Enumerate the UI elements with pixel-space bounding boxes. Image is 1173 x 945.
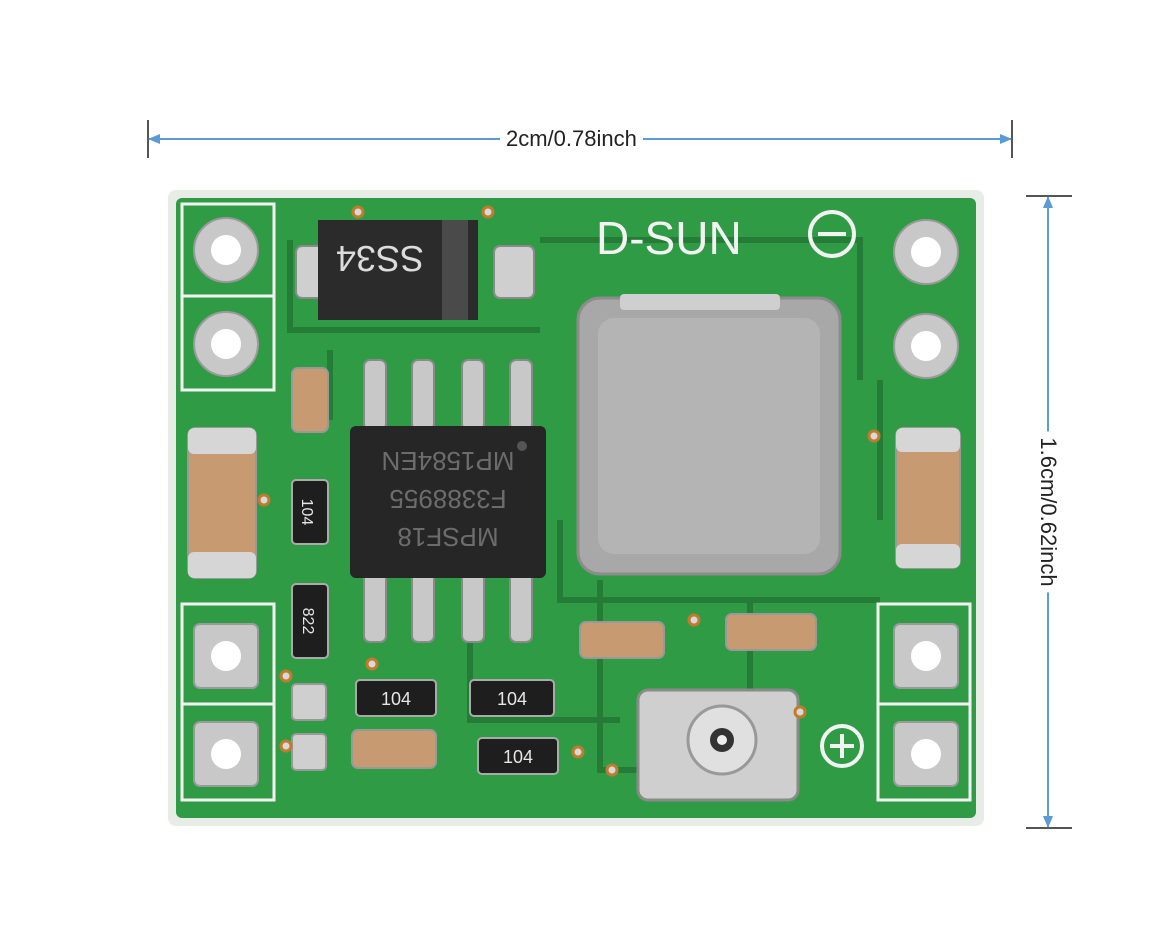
diode-ss34: SS34 — [295, 220, 535, 320]
height-dimension-label: 1.6cm/0.62inch — [1035, 431, 1061, 593]
terminal-pads — [193, 217, 959, 787]
resistor-value-5: 822 — [299, 608, 316, 635]
ic-marking-line-1: MP1584EN — [382, 446, 515, 476]
resistors: 104 822 104 104 104 — [291, 479, 559, 775]
brand-label: D-SUN — [596, 212, 742, 264]
ic-marking-line-3: MPSF18 — [397, 522, 498, 552]
small-capacitors — [291, 367, 817, 771]
resistor-value-3: 104 — [497, 689, 527, 709]
plus-symbol-icon — [820, 724, 864, 768]
large-capacitors — [187, 427, 961, 579]
brand-silkscreen: D-SUN — [596, 210, 856, 264]
width-dimension-label: 2cm/0.78inch — [500, 126, 643, 152]
inductor — [576, 294, 842, 576]
resistor-value-2: 104 — [381, 689, 411, 709]
pcb-board — [168, 190, 984, 826]
potentiometer — [636, 688, 800, 802]
diode-marking: SS34 — [336, 238, 424, 279]
resistor-value-1: 104 — [298, 499, 315, 526]
ic-chip: MP1584EN F3388955 MPSF18 — [350, 359, 546, 643]
vias — [257, 205, 881, 777]
resistor-value-4: 104 — [503, 747, 533, 767]
ic-marking-line-2: F3388955 — [389, 484, 506, 514]
